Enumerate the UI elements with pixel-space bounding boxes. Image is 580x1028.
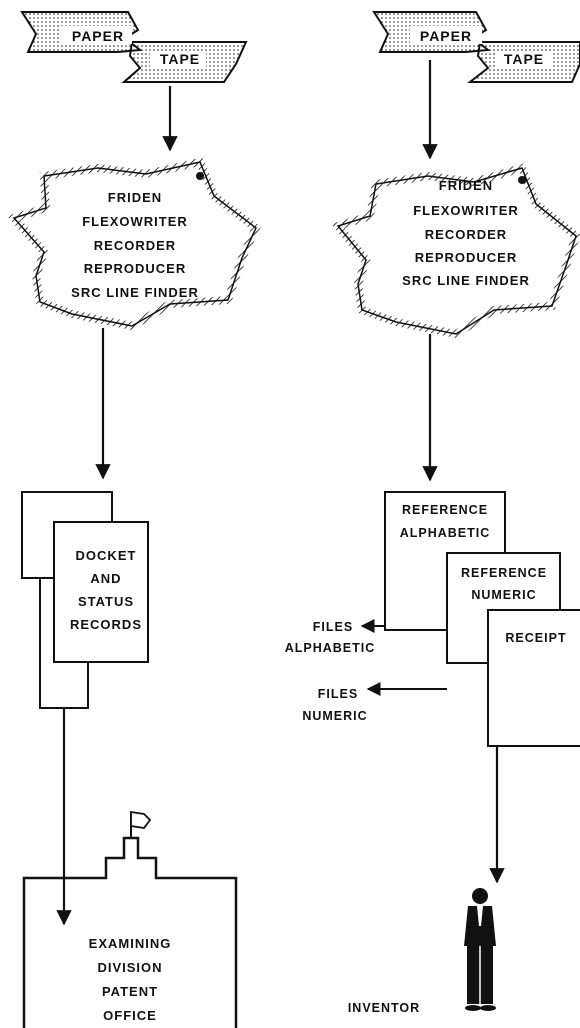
right-machine-blob: FRIDEN FLEXOWRITER RECORDER REPRODUCER S… (331, 163, 580, 339)
records-label: AND (90, 571, 121, 586)
machine-line: SRC LINE FINDER (402, 273, 530, 288)
machine-line: FLEXOWRITER (413, 203, 519, 218)
reference-card-stack: REFERENCE ALPHABETIC REFERENCE NUMERIC R… (384, 491, 580, 747)
card-numeric-label: NUMERIC (471, 588, 536, 602)
office-label: OFFICE (103, 1008, 157, 1023)
office-label: PATENT (102, 984, 158, 999)
machine-line: REPRODUCER (415, 250, 517, 265)
right-paper-tape: PAPER TAPE (372, 11, 580, 83)
left-records-stack: DOCKET AND STATUS RECORDS (21, 491, 149, 709)
machine-line: FRIDEN (108, 190, 162, 205)
card-numeric-label: REFERENCE (461, 566, 547, 580)
right-machine-text: FRIDEN FLEXOWRITER RECORDER REPRODUCER S… (402, 178, 530, 288)
machine-line: REPRODUCER (84, 261, 186, 276)
right-tape-label-bottom: TAPE (504, 51, 544, 67)
records-label: DOCKET (76, 548, 137, 563)
card-alpha-label: REFERENCE (402, 503, 488, 517)
card-receipt-label: RECEIPT (505, 631, 566, 645)
left-machine-blob: FRIDEN FLEXOWRITER RECORDER REPRODUCER S… (6, 157, 261, 331)
machine-line: RECORDER (425, 227, 507, 242)
files-alphabetic: FILES ALPHABETIC (285, 619, 385, 655)
machine-line: RECORDER (94, 238, 176, 253)
records-label: STATUS (78, 594, 134, 609)
machine-line: SRC LINE FINDER (71, 285, 199, 300)
files-alpha-label: ALPHABETIC (285, 641, 376, 655)
files-numeric-label: FILES (318, 687, 358, 701)
left-tape-label-top: PAPER (72, 28, 124, 44)
files-numeric: FILES NUMERIC (302, 682, 447, 723)
files-numeric-label: NUMERIC (302, 709, 367, 723)
machine-line: FLEXOWRITER (82, 214, 188, 229)
flag-icon (130, 810, 152, 829)
machine-line: FRIDEN (439, 178, 493, 193)
files-alpha-label: FILES (313, 620, 353, 634)
right-tape-label-top: PAPER (420, 28, 472, 44)
office-label: EXAMINING (89, 936, 172, 951)
inventor-label: INVENTOR (348, 1001, 420, 1015)
office-label: DIVISION (97, 960, 162, 975)
records-label: RECORDS (70, 617, 142, 632)
left-paper-tape: PAPER TAPE (20, 11, 248, 83)
left-tape-label-bottom: TAPE (160, 51, 200, 67)
inventor-person-icon (464, 888, 496, 1011)
card-alpha-label: ALPHABETIC (400, 526, 491, 540)
left-machine-text: FRIDEN FLEXOWRITER RECORDER REPRODUCER S… (71, 190, 199, 300)
patent-office-building: EXAMINING DIVISION PATENT OFFICE (22, 810, 238, 1028)
